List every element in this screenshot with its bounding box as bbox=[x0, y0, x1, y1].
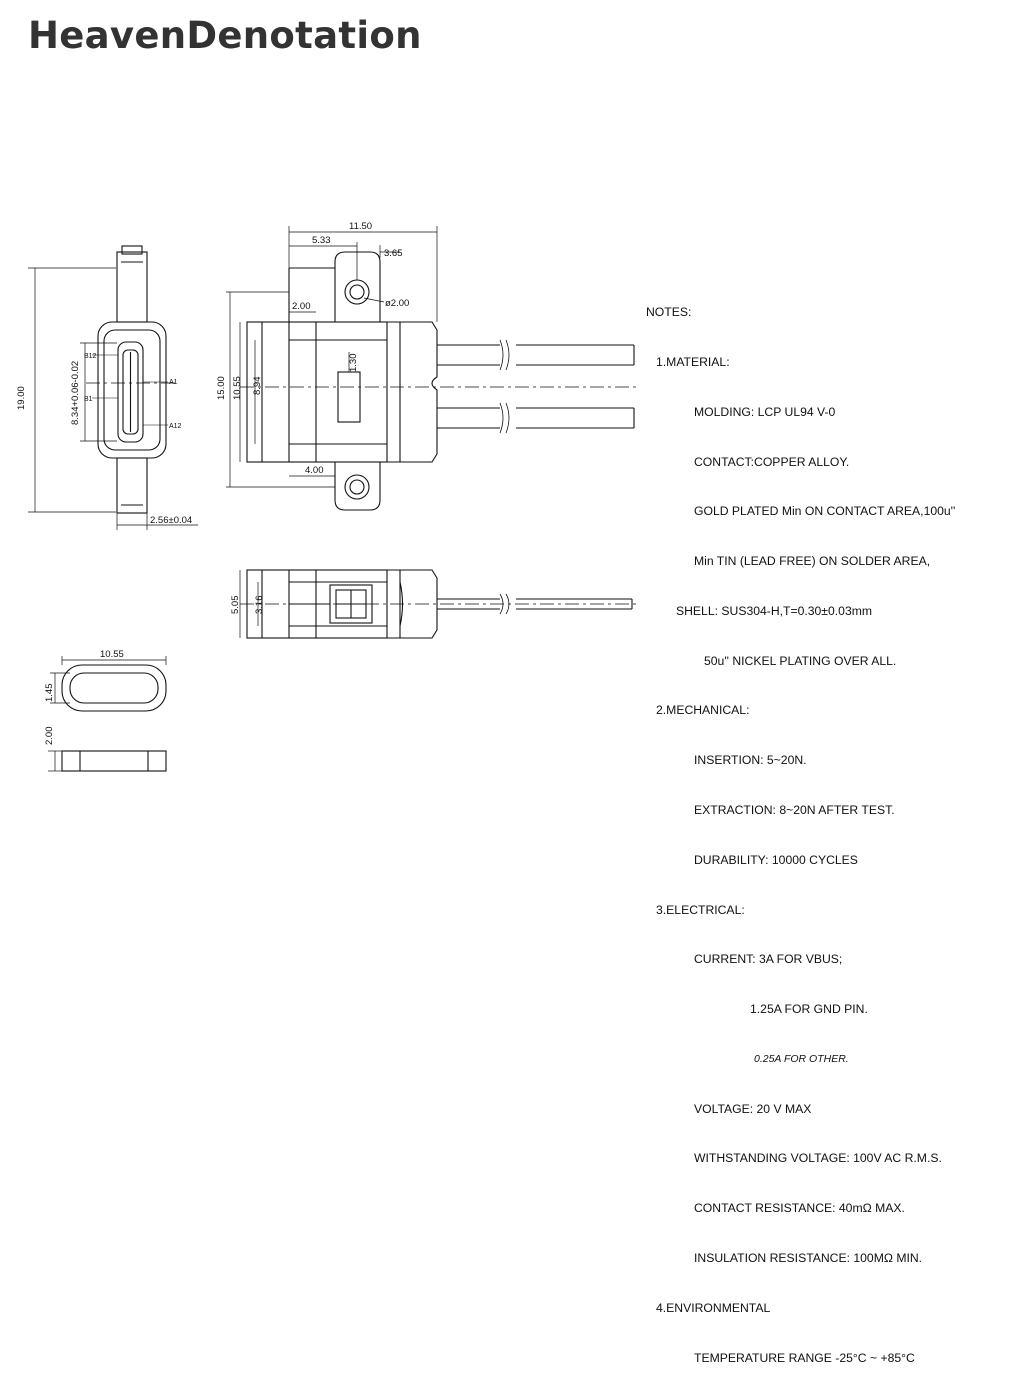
notes-material-heading: 1.MATERIAL: bbox=[656, 354, 730, 369]
notes-material-line: GOLD PLATED Min ON CONTACT AREA,100u'' bbox=[694, 504, 956, 519]
pin-label-a12: A12 bbox=[169, 423, 182, 430]
port-view bbox=[48, 656, 167, 772]
pin-label-b1: B1 bbox=[84, 396, 93, 403]
side-view bbox=[226, 226, 640, 511]
front-view bbox=[28, 245, 198, 530]
dim-side-1-30: 1.30 bbox=[348, 354, 359, 373]
dim-side-5-33: 5.33 bbox=[312, 235, 331, 246]
notes-material-line: MOLDING: LCP UL94 V-0 bbox=[694, 404, 836, 419]
dim-front-width: 2.56±0.04 bbox=[150, 515, 192, 526]
dim-side-3-65: 3.65 bbox=[384, 248, 403, 259]
dim-side-4-00: 4.00 bbox=[305, 465, 324, 476]
dim-side-8-94: 8.94 bbox=[252, 377, 263, 396]
dim-front-height: 19.00 bbox=[16, 386, 27, 410]
notes-environmental-line: TEMPERATURE RANGE -25°C ~ +85°C bbox=[694, 1350, 915, 1365]
dim-port-width: 10.55 bbox=[100, 649, 124, 660]
notes-mechanical-line: DURABILITY: 10000 CYCLES bbox=[694, 852, 858, 867]
notes-electrical-line: CURRENT: 3A FOR VBUS; bbox=[694, 952, 843, 967]
notes-mechanical-line: EXTRACTION: 8~20N AFTER TEST. bbox=[694, 803, 895, 817]
notes-electrical-line: CONTACT RESISTANCE: 40mΩ MAX. bbox=[694, 1201, 905, 1216]
notes-electrical-heading: 3.ELECTRICAL: bbox=[656, 902, 745, 917]
bottom-view bbox=[239, 569, 640, 639]
dim-side-15-00: 15.00 bbox=[216, 376, 227, 400]
dim-side-overall: 11.50 bbox=[349, 221, 372, 232]
dim-port-2-00: 2.00 bbox=[44, 727, 55, 746]
notes-material-line: 50u'' NICKEL PLATING OVER ALL. bbox=[704, 653, 897, 668]
notes-material-line: CONTACT:COPPER ALLOY. bbox=[694, 454, 850, 469]
dim-bottom-5-05: 5.05 bbox=[230, 596, 241, 615]
technical-drawing: 19.00 8.34+0.06-0.02 2.56±0.04 B12 B1 A1… bbox=[16, 221, 640, 772]
notes-electrical-line: VOLTAGE: 20 V MAX bbox=[694, 1101, 812, 1116]
notes-title: NOTES: bbox=[646, 305, 692, 320]
dim-side-2-00: 2.00 bbox=[292, 301, 311, 312]
notes-block: NOTES: 1.MATERIAL: MOLDING: LCP UL94 V-0… bbox=[646, 271, 955, 1383]
dim-bottom-3-16: 3.16 bbox=[254, 596, 265, 615]
notes-material-line: SHELL: SUS304-H,T=0.30±0.03mm bbox=[676, 603, 873, 618]
notes-electrical-line: WITHSTANDING VOLTAGE: 100V AC R.M.S. bbox=[694, 1151, 942, 1166]
pin-label-b12: B12 bbox=[84, 353, 97, 360]
dim-port-1-45: 1.45 bbox=[44, 684, 55, 703]
notes-electrical-line: INSULATION RESISTANCE: 100MΩ MIN. bbox=[694, 1251, 923, 1266]
dim-side-10-55: 10.55 bbox=[232, 376, 243, 400]
notes-material-line: Min TIN (LEAD FREE) ON SOLDER AREA, bbox=[694, 554, 931, 569]
pin-label-a1: A1 bbox=[169, 379, 178, 386]
dim-side-hole: ø2.00 bbox=[385, 298, 409, 309]
notes-mechanical-heading: 2.MECHANICAL: bbox=[656, 703, 750, 718]
notes-environmental-heading: 4.ENVIRONMENTAL bbox=[656, 1300, 771, 1315]
brand-logo: HeavenDenotation bbox=[28, 14, 422, 57]
notes-electrical-line: 1.25A FOR GND PIN. bbox=[750, 1002, 868, 1017]
notes-electrical-line: 0.25A FOR OTHER. bbox=[754, 1052, 849, 1065]
dim-front-tolerance: 8.34+0.06-0.02 bbox=[70, 361, 81, 425]
notes-mechanical-line: INSERTION: 5~20N. bbox=[694, 753, 807, 768]
